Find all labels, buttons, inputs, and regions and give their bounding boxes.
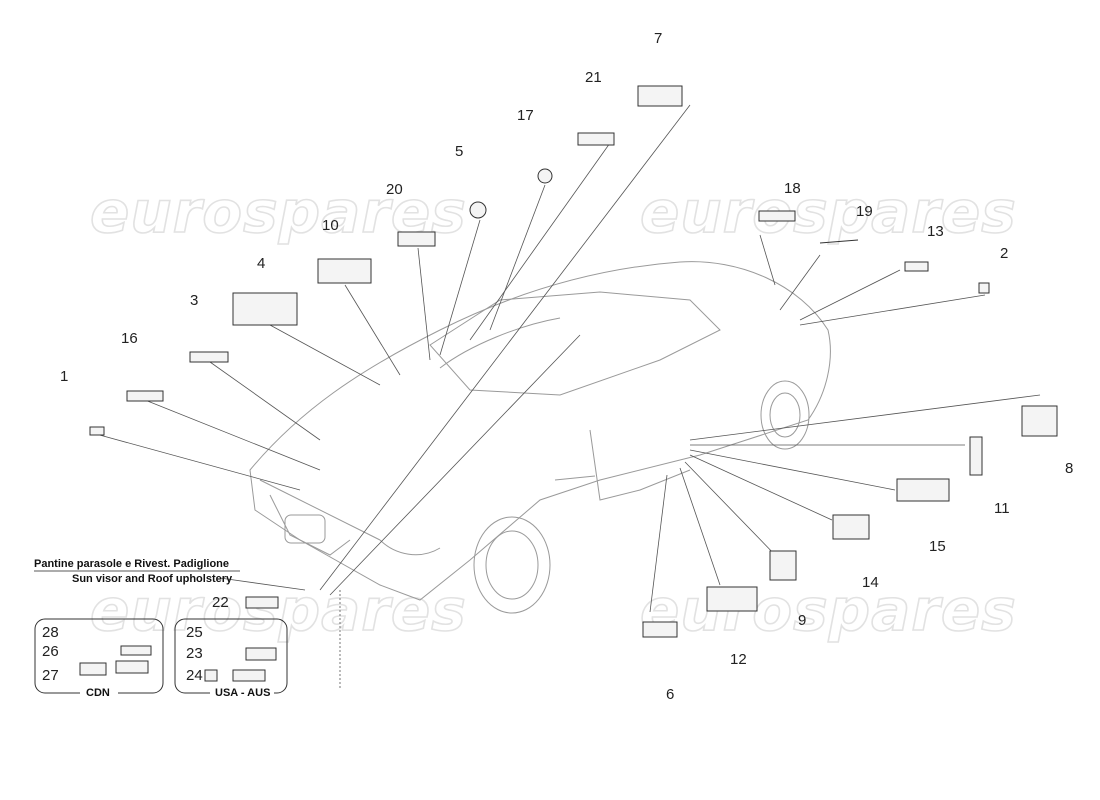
caption: Pantine parasole e Rivest. Padiglione Su…	[34, 558, 240, 585]
label-sticker-6	[642, 621, 678, 638]
callout-14: 14	[862, 574, 879, 591]
label-sticker-10	[317, 258, 372, 284]
callout-23: 23	[186, 645, 203, 662]
label-sticker-24	[204, 669, 218, 682]
label-sticker-1	[89, 426, 105, 436]
callout-24: 24	[186, 667, 203, 684]
callout-27: 27	[42, 667, 59, 684]
caption-line-1: Pantine parasole e Rivest. Padiglione	[34, 558, 229, 570]
label-sticker-19	[819, 239, 859, 244]
car-illustration	[249, 261, 831, 614]
callout-12: 12	[730, 651, 747, 668]
callout-8: 8	[1065, 460, 1073, 477]
label-sticker-28	[120, 645, 152, 656]
label-sticker-23	[232, 669, 266, 682]
label-sticker-14	[832, 514, 870, 540]
label-sticker-12	[706, 586, 758, 612]
label-sticker-17	[537, 168, 553, 184]
watermark-top-right: eurospares	[640, 178, 1017, 246]
callout-21: 21	[585, 69, 602, 86]
callout-10: 10	[322, 217, 339, 234]
label-sticker-16	[126, 390, 164, 402]
callout-1: 1	[60, 368, 68, 385]
label-sticker-22	[245, 596, 279, 609]
label-sticker-11	[969, 436, 983, 476]
callout-28: 28	[42, 624, 59, 641]
callout-13: 13	[927, 223, 944, 240]
label-sticker-27	[79, 662, 107, 676]
callout-18: 18	[784, 180, 801, 197]
label-sticker-5	[469, 201, 487, 219]
callout-25: 25	[186, 624, 203, 641]
callout-4: 4	[257, 255, 265, 272]
label-sticker-9	[769, 550, 797, 581]
callout-6: 6	[666, 686, 674, 703]
leader-lines	[95, 104, 1041, 690]
callout-16: 16	[121, 330, 138, 347]
group-boxes: CDN USA - AUS	[34, 618, 288, 699]
callout-17: 17	[517, 107, 534, 124]
label-sticker-4	[232, 292, 298, 326]
callout-5: 5	[455, 143, 463, 160]
callout-20: 20	[386, 181, 403, 198]
callout-15: 15	[929, 538, 946, 555]
label-sticker-18	[758, 210, 796, 222]
watermark-bottom-right: eurospares	[640, 576, 1017, 644]
caption-line-2: Sun visor and Roof upholstery	[72, 573, 233, 585]
label-sticker-2	[978, 282, 990, 294]
label-sticker-7	[637, 85, 683, 107]
label-stickers	[79, 85, 1058, 682]
label-sticker-15	[896, 478, 950, 502]
callout-22: 22	[212, 594, 229, 611]
label-sticker-8	[1021, 405, 1058, 437]
callout-9: 9	[798, 612, 806, 629]
usa-aus-label: USA - AUS	[215, 687, 270, 699]
label-sticker-26	[115, 660, 149, 674]
label-sticker-13	[904, 261, 929, 272]
watermark-group: eurospares eurospares eurospares eurospa…	[89, 177, 1017, 645]
cdn-label: CDN	[86, 687, 110, 699]
callout-26: 26	[42, 643, 59, 660]
callout-numbers: 1 2 3 4 5 6 7 8 9 10 11 12 13 14 15 16 1…	[42, 30, 1073, 703]
label-sticker-20	[397, 231, 436, 247]
callout-2: 2	[1000, 245, 1008, 262]
label-sticker-3	[189, 351, 229, 363]
label-sticker-25	[245, 647, 277, 661]
callout-7: 7	[654, 30, 662, 47]
callout-19: 19	[856, 203, 873, 220]
callout-3: 3	[190, 292, 198, 309]
watermark-bottom-left: eurospares	[90, 576, 467, 644]
callout-11: 11	[994, 500, 1010, 517]
watermark-top-left: eurospares	[90, 178, 467, 246]
label-sticker-21	[577, 132, 615, 146]
